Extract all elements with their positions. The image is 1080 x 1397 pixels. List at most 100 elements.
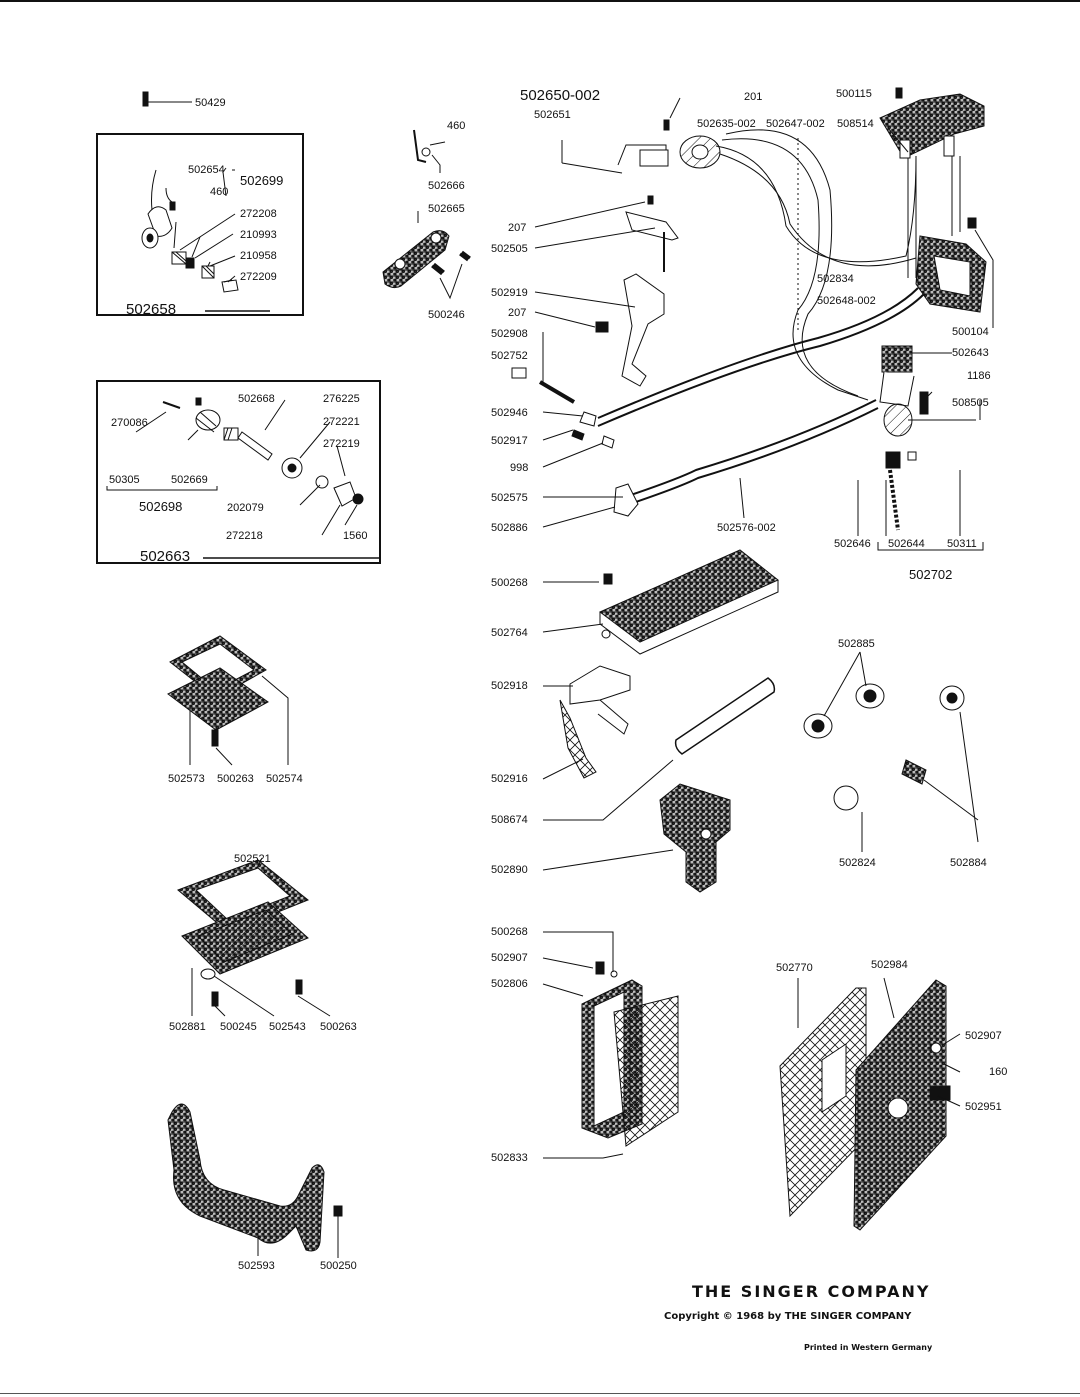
label-502946: 502946 <box>491 407 528 419</box>
label-502834: 502834 <box>817 273 854 285</box>
part-508674-tube <box>543 677 776 821</box>
label-1186: 1186 <box>967 370 991 382</box>
label-502907-left: 502907 <box>491 952 528 964</box>
label-502644: 502644 <box>888 538 925 550</box>
label-272209: 272209 <box>240 271 277 283</box>
assembly-502658-drawing <box>141 167 270 312</box>
company-title: THE SINGER COMPANY <box>692 1282 931 1301</box>
label-502647-002: 502647-002 <box>766 118 825 130</box>
valve-assembly-top <box>561 87 985 401</box>
label-502573: 502573 <box>168 773 205 785</box>
label-502521: 502521 <box>234 853 271 865</box>
label-502575: 502575 <box>491 492 528 504</box>
label-502806: 502806 <box>491 978 528 990</box>
label-210993: 210993 <box>240 229 277 241</box>
label-502574: 502574 <box>266 773 303 785</box>
part-502834-bracket <box>915 217 994 328</box>
label-272221: 272221 <box>323 416 360 428</box>
label-201: 201 <box>744 91 763 103</box>
label-508505: 508505 <box>952 397 989 409</box>
label-50429: 50429 <box>195 97 226 109</box>
label-502824: 502824 <box>839 857 876 869</box>
label-502951: 502951 <box>965 1101 1002 1113</box>
part-50429-pin <box>142 91 192 107</box>
label-502919: 502919 <box>491 287 528 299</box>
label-502654: 502654 <box>188 164 225 176</box>
label-502764: 502764 <box>491 627 528 639</box>
part-502665-plate <box>382 211 471 300</box>
label-50311: 50311 <box>947 538 977 550</box>
middle-small-parts <box>511 195 745 528</box>
label-502833: 502833 <box>491 1152 528 1164</box>
label-998: 998 <box>510 462 529 474</box>
label-502663: 502663 <box>140 548 191 565</box>
label-502916: 502916 <box>491 773 528 785</box>
label-502984: 502984 <box>871 959 908 971</box>
label-502918: 502918 <box>491 680 528 692</box>
top-rule <box>0 0 1080 2</box>
label-502890: 502890 <box>491 864 528 876</box>
label-500268-top: 500268 <box>491 577 528 589</box>
label-502576-002: 502576-002 <box>717 522 776 534</box>
label-460: 460 <box>210 186 229 198</box>
label-502593: 502593 <box>238 1260 275 1272</box>
assembly-box-502663 <box>96 380 381 564</box>
assembly-502663-drawing <box>106 397 380 559</box>
part-502666-clip <box>413 129 446 173</box>
label-502543: 502543 <box>269 1021 306 1033</box>
label-502698: 502698 <box>139 499 183 514</box>
label-210958: 210958 <box>240 250 277 262</box>
label-50305: 50305 <box>109 474 140 486</box>
label-502907-right: 502907 <box>965 1030 1002 1042</box>
label-500104: 500104 <box>952 326 989 338</box>
bottom-rule <box>0 1393 1080 1394</box>
label-207-mid: 207 <box>508 307 527 319</box>
label-160: 160 <box>989 1066 1008 1078</box>
label-272208: 272208 <box>240 208 277 220</box>
part-502984-plate <box>779 977 961 1231</box>
label-502917: 502917 <box>491 435 528 447</box>
tubes <box>597 287 925 509</box>
label-502646: 502646 <box>834 538 871 550</box>
label-272219: 272219 <box>323 438 360 450</box>
part-502643-block <box>857 345 984 551</box>
label-270086: 270086 <box>111 417 148 429</box>
part-502806-frame <box>542 931 679 1159</box>
label-502658: 502658 <box>126 301 177 318</box>
label-207-top: 207 <box>508 222 527 234</box>
label-502885: 502885 <box>838 638 875 650</box>
assembly-box-502658 <box>96 133 304 316</box>
label-500263-b: 500263 <box>320 1021 357 1033</box>
part-502890-block <box>542 783 731 893</box>
label-502668: 502668 <box>238 393 275 405</box>
label-202079: 202079 <box>227 502 264 514</box>
label-502702: 502702 <box>909 567 953 582</box>
label-508514: 508514 <box>837 118 874 130</box>
label-502643: 502643 <box>952 347 989 359</box>
label-502635-002: 502635-002 <box>697 118 756 130</box>
label-500245: 500245 <box>220 1021 257 1033</box>
label-500246: 500246 <box>428 309 465 321</box>
label-502651: 502651 <box>534 109 571 121</box>
part-502764-plate <box>542 549 779 655</box>
label-502770: 502770 <box>776 962 813 974</box>
label-500263-a: 500263 <box>217 773 254 785</box>
label-502699: 502699 <box>240 173 284 188</box>
label-502752: 502752 <box>491 350 528 362</box>
label-502884: 502884 <box>950 857 987 869</box>
label-500250: 500250 <box>320 1260 357 1272</box>
part-502521-gasket <box>177 857 331 1017</box>
label-460-clip: 460 <box>447 120 466 132</box>
label-502881: 502881 <box>169 1021 206 1033</box>
label-502669: 502669 <box>171 474 208 486</box>
part-502918-bracket <box>542 665 631 780</box>
label-502648-002: 502648-002 <box>817 295 876 307</box>
label-500115: 500115 <box>836 88 872 100</box>
label-502666: 502666 <box>428 180 465 192</box>
printed-in-line: Printed in Western Germany <box>804 1343 933 1352</box>
label-272218: 272218 <box>226 530 263 542</box>
part-502574-gasket <box>167 635 289 766</box>
label-1560: 1560 <box>343 530 368 542</box>
label-508674: 508674 <box>491 814 528 826</box>
